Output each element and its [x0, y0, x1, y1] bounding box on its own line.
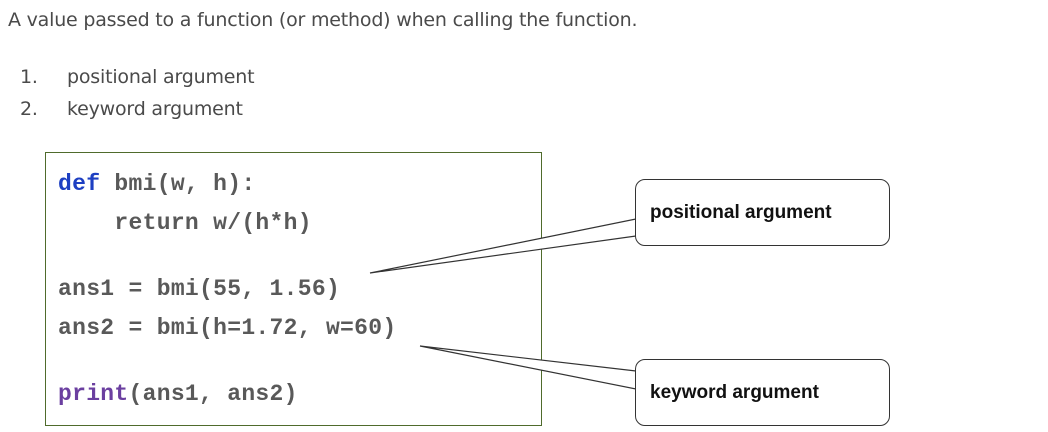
positional-argument-callout: positional argument	[635, 179, 890, 246]
print-keyword: print	[58, 381, 129, 407]
keyword-argument-callout: keyword argument	[635, 359, 890, 426]
code-line-return: return w/(h*h)	[58, 210, 312, 236]
code-line-ans2: ans2 = bmi(h=1.72, w=60)	[58, 315, 397, 341]
keyword-callout-label: keyword argument	[650, 381, 819, 403]
code-line-print: print(ans1, ans2)	[58, 381, 298, 407]
list-item-label: keyword argument	[67, 98, 243, 120]
code-example-box: def bmi(w, h): return w/(h*h) ans1 = bmi…	[45, 152, 542, 426]
list-item-number: 1.	[20, 66, 38, 88]
positional-callout-label: positional argument	[650, 201, 832, 223]
list-item-label: positional argument	[67, 66, 255, 88]
def-signature: bmi(w, h):	[100, 171, 256, 197]
print-args: (ans1, ans2)	[128, 381, 298, 407]
code-line-ans1: ans1 = bmi(55, 1.56)	[58, 276, 341, 302]
intro-text: A value passed to a function (or method)…	[8, 9, 638, 31]
code-line-def: def bmi(w, h):	[58, 171, 255, 197]
def-keyword: def	[58, 171, 101, 197]
list-item-number: 2.	[20, 98, 38, 120]
